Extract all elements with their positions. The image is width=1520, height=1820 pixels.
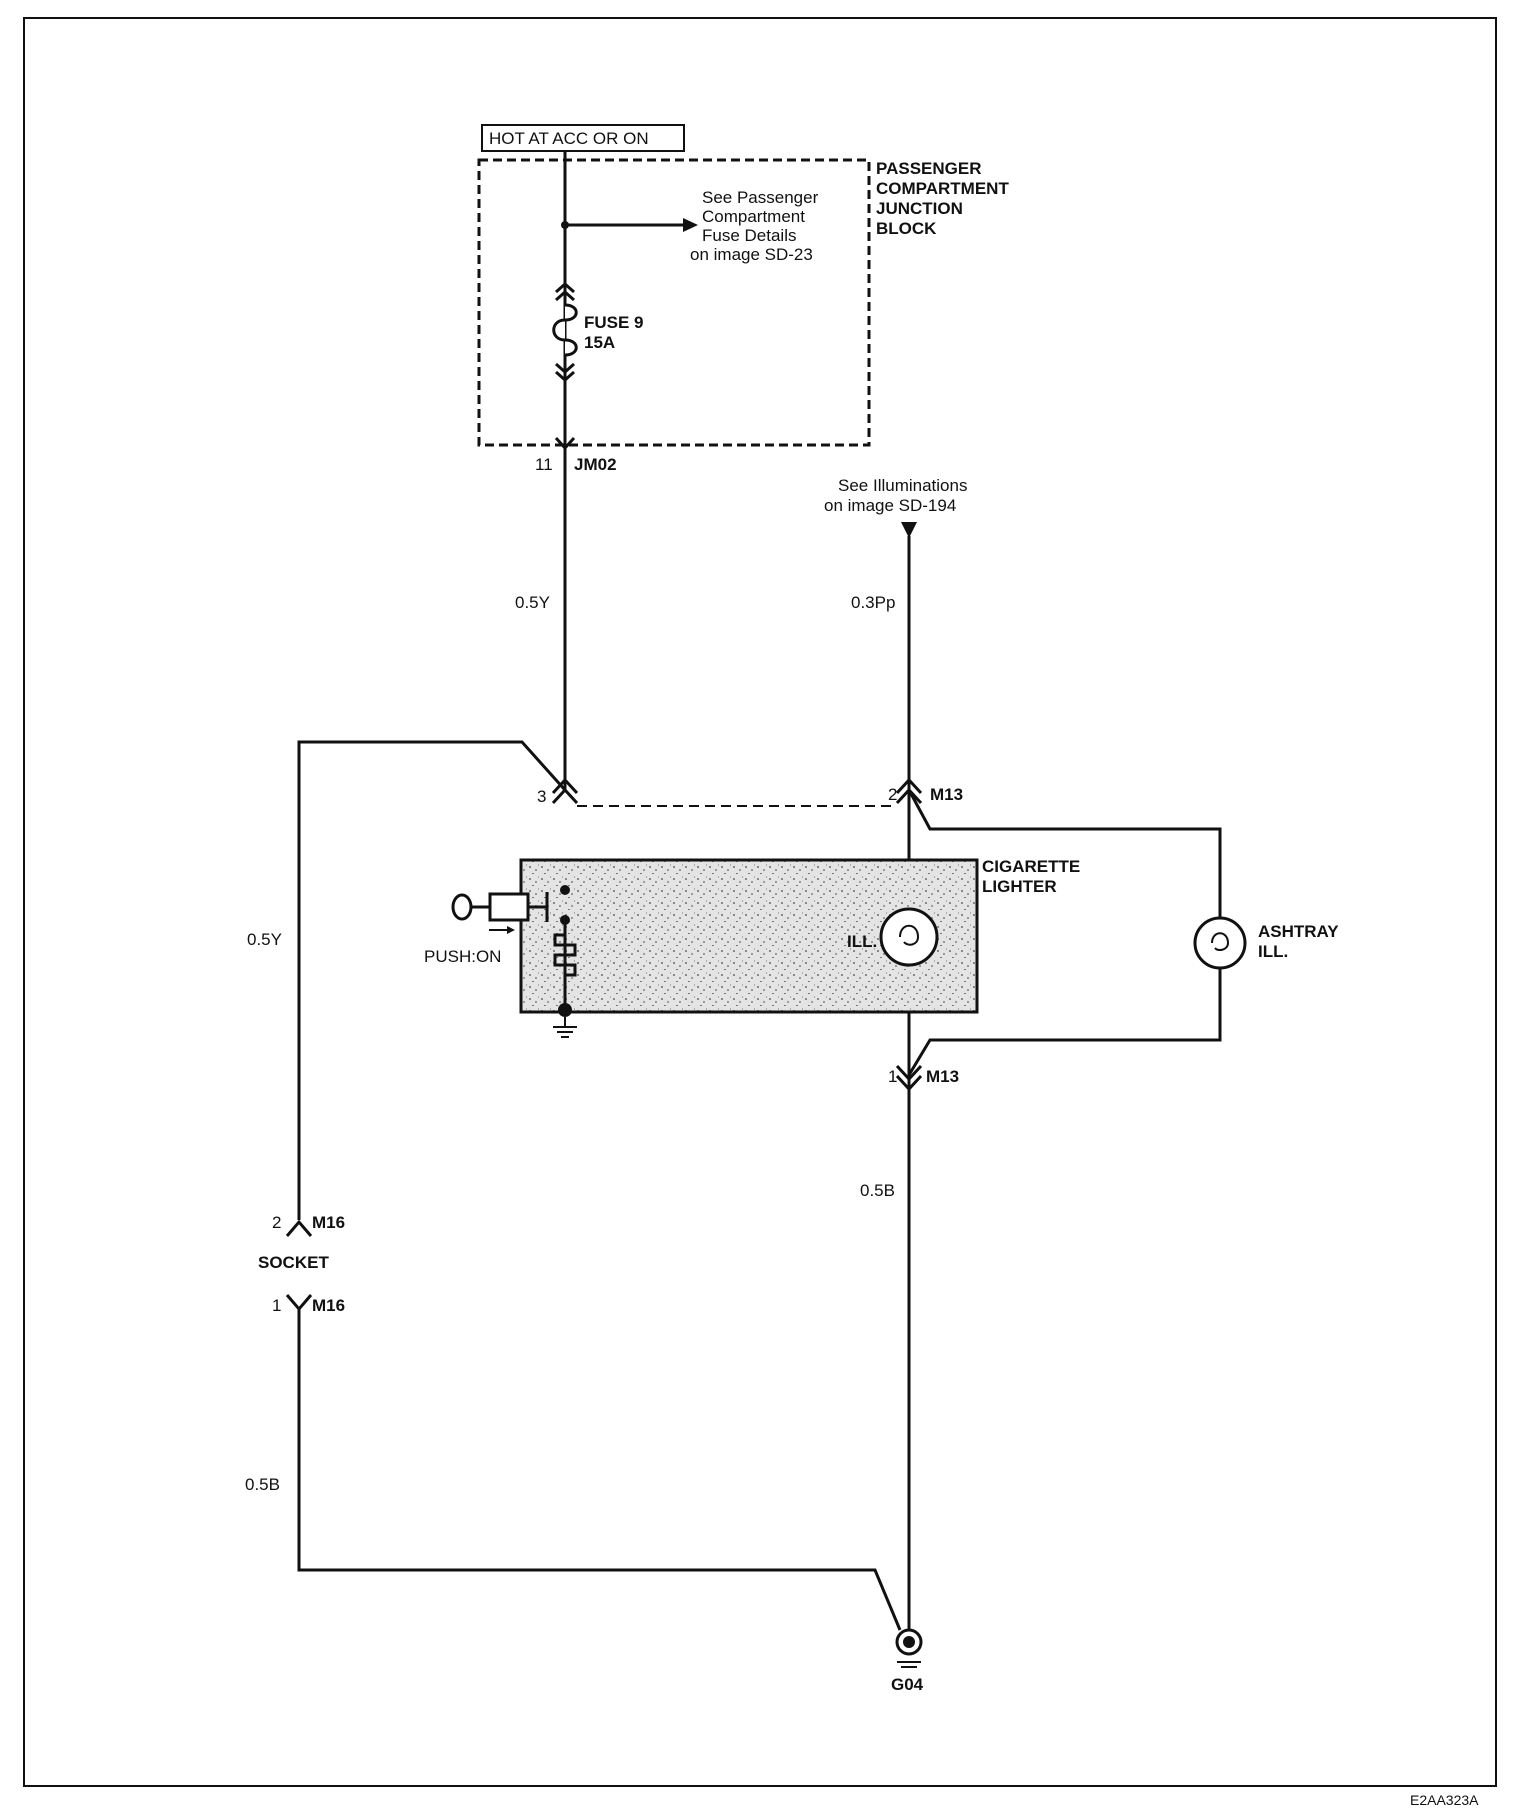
m16-top-label: M16 bbox=[312, 1213, 345, 1232]
ashtray-return-wire bbox=[907, 968, 1222, 1076]
pin3-connector-icon-2 bbox=[551, 787, 579, 805]
push-label: PUSH:ON bbox=[424, 947, 501, 966]
m13-top-label: M13 bbox=[930, 785, 963, 804]
wire-socket-ground-label: 0.5B bbox=[245, 1475, 280, 1494]
svg-text:on image SD-23: on image SD-23 bbox=[690, 245, 813, 264]
figure-code: E2AA323A bbox=[1410, 1792, 1479, 1808]
svg-text:JUNCTION: JUNCTION bbox=[876, 199, 963, 218]
g04-label: G04 bbox=[891, 1675, 924, 1694]
illumination-reference: See Illuminations on image SD-194 bbox=[824, 476, 967, 515]
page-frame bbox=[23, 17, 1497, 1787]
svg-text:BLOCK: BLOCK bbox=[876, 219, 937, 238]
m13-bottom-label: M13 bbox=[926, 1067, 959, 1086]
m16-bottom-pin: 1 bbox=[272, 1296, 281, 1315]
socket-label: SOCKET bbox=[258, 1253, 329, 1272]
junction-block-outline bbox=[477, 158, 871, 447]
cigarette-lighter-label-2: LIGHTER bbox=[982, 877, 1057, 896]
cigarette-lighter-label: CIGARETTE bbox=[982, 857, 1080, 876]
lighter-illumination-filament bbox=[899, 924, 920, 946]
wire-socket-feed-label: 0.5Y bbox=[247, 930, 282, 949]
g04-ground-bars bbox=[897, 1661, 921, 1668]
socket-feed-wire bbox=[297, 740, 567, 1220]
fuse-rating: 15A bbox=[584, 333, 615, 352]
jm02-pin: 11 bbox=[535, 455, 553, 474]
svg-text:on image SD-194: on image SD-194 bbox=[824, 496, 956, 515]
pin3-connector-icon bbox=[551, 777, 579, 795]
push-arrow-icon bbox=[507, 926, 515, 934]
m16-top-connector-icon bbox=[285, 1219, 313, 1237]
g04-ground-center bbox=[903, 1636, 915, 1648]
illumination-arrow-icon bbox=[901, 522, 917, 538]
svg-text:See Passenger: See Passenger bbox=[702, 188, 819, 207]
fuse-details-reference: See Passenger Compartment Fuse Details o… bbox=[690, 188, 819, 264]
m16-bottom-label: M16 bbox=[312, 1296, 345, 1315]
svg-text:Fuse Details: Fuse Details bbox=[702, 226, 796, 245]
m13-bottom-pin: 1 bbox=[888, 1067, 897, 1086]
m13-bottom-connector-icon-2 bbox=[895, 1074, 923, 1092]
wire-lighter-ground-label: 0.5B bbox=[860, 1181, 895, 1200]
ashtray-wire bbox=[907, 789, 1222, 918]
ashtray-label-2: ILL. bbox=[1258, 942, 1288, 961]
push-button-icon bbox=[451, 892, 549, 922]
fuse-icon bbox=[552, 281, 578, 383]
jm02-label: JM02 bbox=[574, 455, 617, 474]
ashtray-label: ASHTRAY bbox=[1258, 922, 1339, 941]
ashtray-filament bbox=[1211, 932, 1230, 952]
socket-ground-wire bbox=[297, 1309, 902, 1631]
jm02-connector-icon bbox=[554, 436, 576, 451]
fuse-details-arrow-icon bbox=[683, 218, 698, 232]
m13-top-pin: 2 bbox=[888, 785, 897, 804]
m13-top-connector-icon bbox=[895, 777, 923, 795]
svg-text:Compartment: Compartment bbox=[702, 207, 805, 226]
m13-bottom-connector-icon bbox=[895, 1064, 923, 1082]
lighter-contact-top bbox=[560, 885, 570, 895]
junction-block-title: PASSENGER COMPARTMENT JUNCTION BLOCK bbox=[876, 159, 1009, 238]
m16-bottom-connector-icon bbox=[285, 1294, 313, 1312]
wire-feed-label: 0.5Y bbox=[515, 593, 550, 612]
fuse-name: FUSE 9 bbox=[584, 313, 644, 332]
svg-text:See Illuminations: See Illuminations bbox=[838, 476, 967, 495]
chassis-ground-icon bbox=[553, 1026, 577, 1038]
wire-illum-label: 0.3Pp bbox=[851, 593, 895, 612]
m16-top-pin: 2 bbox=[272, 1213, 281, 1232]
left-branch-pin: 3 bbox=[537, 787, 546, 806]
hot-label-box bbox=[481, 124, 685, 152]
lighter-ground-dot bbox=[558, 1003, 572, 1017]
lighter-ill-label: ILL. bbox=[847, 932, 877, 951]
hot-label: HOT AT ACC OR ON bbox=[489, 129, 649, 148]
lighter-illumination-lamp-icon bbox=[879, 907, 939, 967]
ashtray-lamp-icon bbox=[1193, 916, 1247, 970]
heating-element-icon bbox=[553, 933, 577, 977]
svg-text:COMPARTMENT: COMPARTMENT bbox=[876, 179, 1009, 198]
svg-text:PASSENGER: PASSENGER bbox=[876, 159, 982, 178]
